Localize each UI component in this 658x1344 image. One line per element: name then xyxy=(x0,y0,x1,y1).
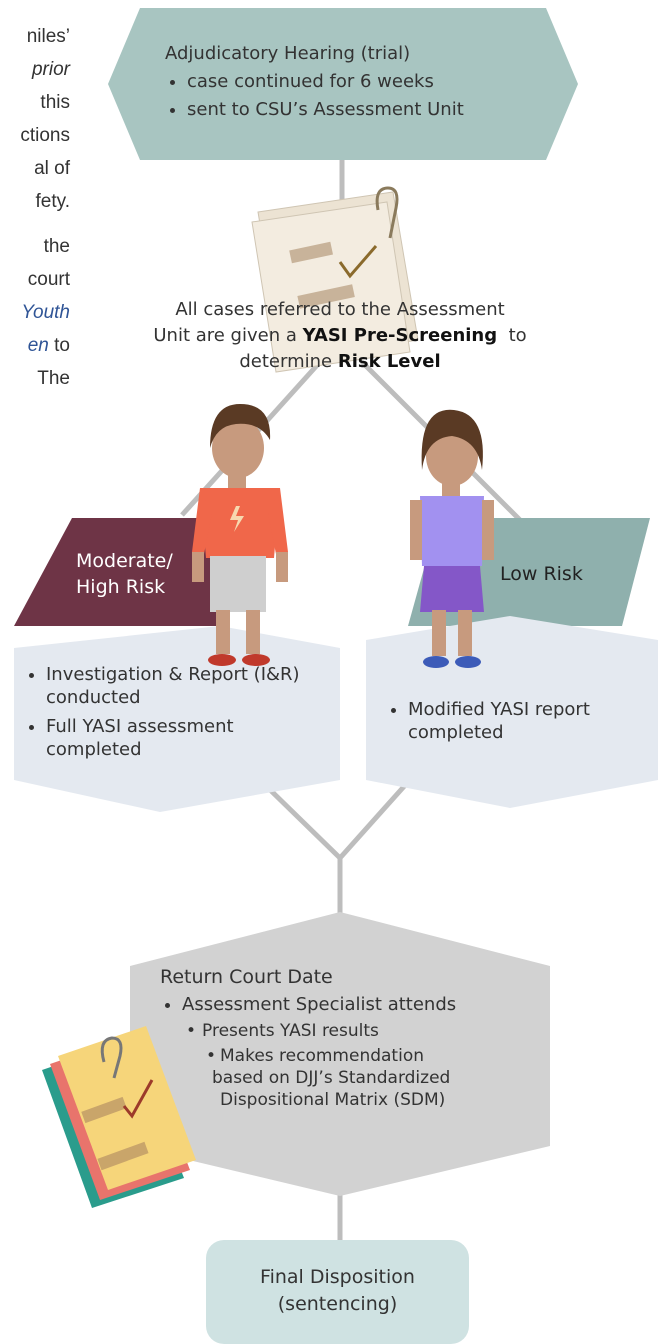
return-court-list: Assessment Specialist attends xyxy=(160,991,456,1018)
screening-line: Unit are given a YASI Pre-Screening to xyxy=(120,323,560,349)
text-fragment: fety. xyxy=(35,191,71,212)
recommendation-line: Makes recommendation xyxy=(220,1046,424,1066)
text-fragment: prior xyxy=(31,59,70,80)
text-fragment-italic: en xyxy=(27,335,49,356)
text-fragment: court xyxy=(27,269,70,290)
sub-sub-list-item: Makes recommendation based on DJJ’s Stan… xyxy=(160,1045,456,1111)
moderate-outcome-block: Investigation & Report (I&R) conducted F… xyxy=(28,663,318,767)
list-item: sent to CSU’s Assessment Unit xyxy=(187,96,464,124)
recommendation-line: Dispositional Matrix (SDM) xyxy=(220,1090,446,1110)
return-court-title: Return Court Date xyxy=(160,966,333,988)
left-text-fragments: niles’ prior this ctions al of fety. the… xyxy=(0,20,70,428)
text-fragment: the xyxy=(43,236,70,257)
screening-line: determine Risk Level xyxy=(120,349,560,375)
hearing-block: Adjudicatory Hearing (trial) case contin… xyxy=(165,40,464,124)
list-item: case continued for 6 weeks xyxy=(187,68,464,96)
final-line: Final Disposition xyxy=(260,1266,415,1288)
text-fragment: ctions xyxy=(20,125,70,146)
screening-text: Unit are given a xyxy=(153,325,303,346)
moderate-label-line: High Risk xyxy=(76,576,166,598)
screening-text: to xyxy=(497,325,527,346)
text-fragment: Youth xyxy=(21,302,70,323)
moderate-outcome-shape xyxy=(14,626,340,812)
moderate-outcome-list: Investigation & Report (I&R) conducted F… xyxy=(28,663,318,761)
risk-level-term: Risk Level xyxy=(337,351,441,372)
moderate-label-line: Moderate/ xyxy=(76,550,173,572)
sub-list-item: Presents YASI results xyxy=(160,1018,456,1045)
screening-text: determine xyxy=(239,351,338,372)
recommendation-line: based on DJJ’s Standardized xyxy=(212,1068,451,1088)
final-disposition-block: Final Disposition (sentencing) xyxy=(206,1264,469,1318)
hearing-list: case continued for 6 weeks sent to CSU’s… xyxy=(165,68,464,124)
text-fragment: niles’ xyxy=(26,26,70,47)
screening-block: All cases referred to the Assessment Uni… xyxy=(120,297,560,375)
clipboard-icon xyxy=(251,186,419,373)
hearing-shape xyxy=(108,8,578,160)
moderate-risk-label: Moderate/ High Risk xyxy=(76,548,173,600)
list-item: Investigation & Report (I&R) conducted xyxy=(46,663,318,709)
return-court-block: Return Court Date Assessment Specialist … xyxy=(160,964,456,1111)
final-line: (sentencing) xyxy=(277,1293,398,1315)
final-disposition-shape xyxy=(206,1240,469,1344)
text-fragment: r xyxy=(0,395,56,428)
list-item: Assessment Specialist attends xyxy=(182,991,456,1018)
text-fragment: this xyxy=(40,92,70,113)
yasi-prescreening-term: YASI Pre-Screening xyxy=(302,325,498,346)
girl-figure-icon xyxy=(410,409,494,668)
list-item: Modified YASI report completed xyxy=(408,698,650,744)
hearing-title: Adjudicatory Hearing (trial) xyxy=(165,43,411,64)
text-fragment: al of xyxy=(34,158,70,179)
low-risk-label: Low Risk xyxy=(500,563,583,585)
screening-line: All cases referred to the Assessment xyxy=(175,299,505,320)
list-item: Full YASI assessment completed xyxy=(46,715,318,761)
text-fragment: The xyxy=(37,368,70,389)
text-fragment: en to xyxy=(27,335,70,356)
checklist-papers-icon xyxy=(42,1026,196,1208)
low-outcome-block: Modified YASI report completed xyxy=(390,698,650,744)
boy-figure-icon xyxy=(192,404,288,666)
low-outcome-list: Modified YASI report completed xyxy=(390,698,650,744)
moderate-risk-shape xyxy=(14,518,252,626)
